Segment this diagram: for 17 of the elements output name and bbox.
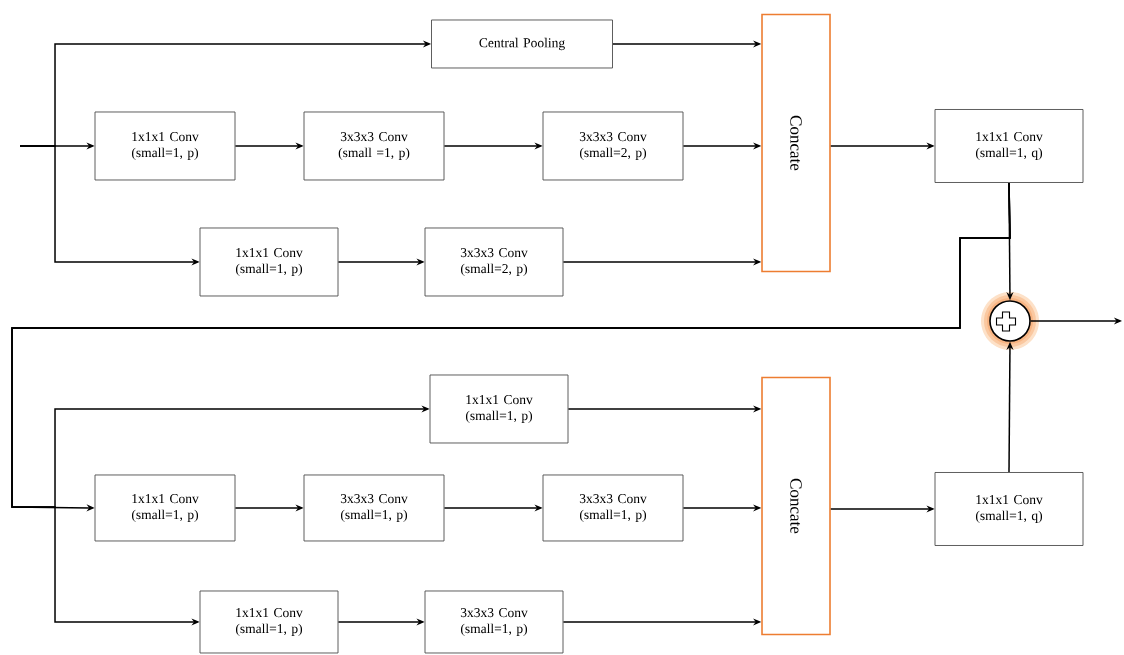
- conv-box: 3x3x3 Conv (small=2, p): [542, 111, 684, 181]
- conv-box: 1x1x1 Conv (small=1, p): [429, 374, 569, 444]
- conv-box: 1x1x1 Conv (small=1, p): [199, 590, 339, 654]
- conv-box: 1x1x1 Conv (small=1, q): [934, 109, 1084, 183]
- sum-circle: [981, 292, 1039, 350]
- conv-box: 1x1x1 Conv (small=1, p): [94, 111, 236, 181]
- conv-box: Central Pooling: [431, 19, 613, 69]
- conv-box: 1x1x1 Conv (small=1, p): [199, 227, 339, 297]
- conv-box: 1x1x1 Conv (small=1, q): [934, 472, 1084, 546]
- concat-box: Concate: [761, 376, 831, 636]
- conv-box: 3x3x3 Conv (small=2, p): [424, 227, 564, 297]
- conv-box: 3x3x3 Conv (small =1, p): [303, 111, 445, 181]
- conv-box: 1x1x1 Conv (small=1, p): [94, 474, 236, 542]
- conv-box: 3x3x3 Conv (small=1, p): [424, 590, 564, 654]
- conv-box: 3x3x3 Conv (small=1, p): [542, 474, 684, 542]
- concat-box: Concate: [761, 13, 831, 273]
- conv-box: 3x3x3 Conv (small=1, p): [303, 474, 445, 542]
